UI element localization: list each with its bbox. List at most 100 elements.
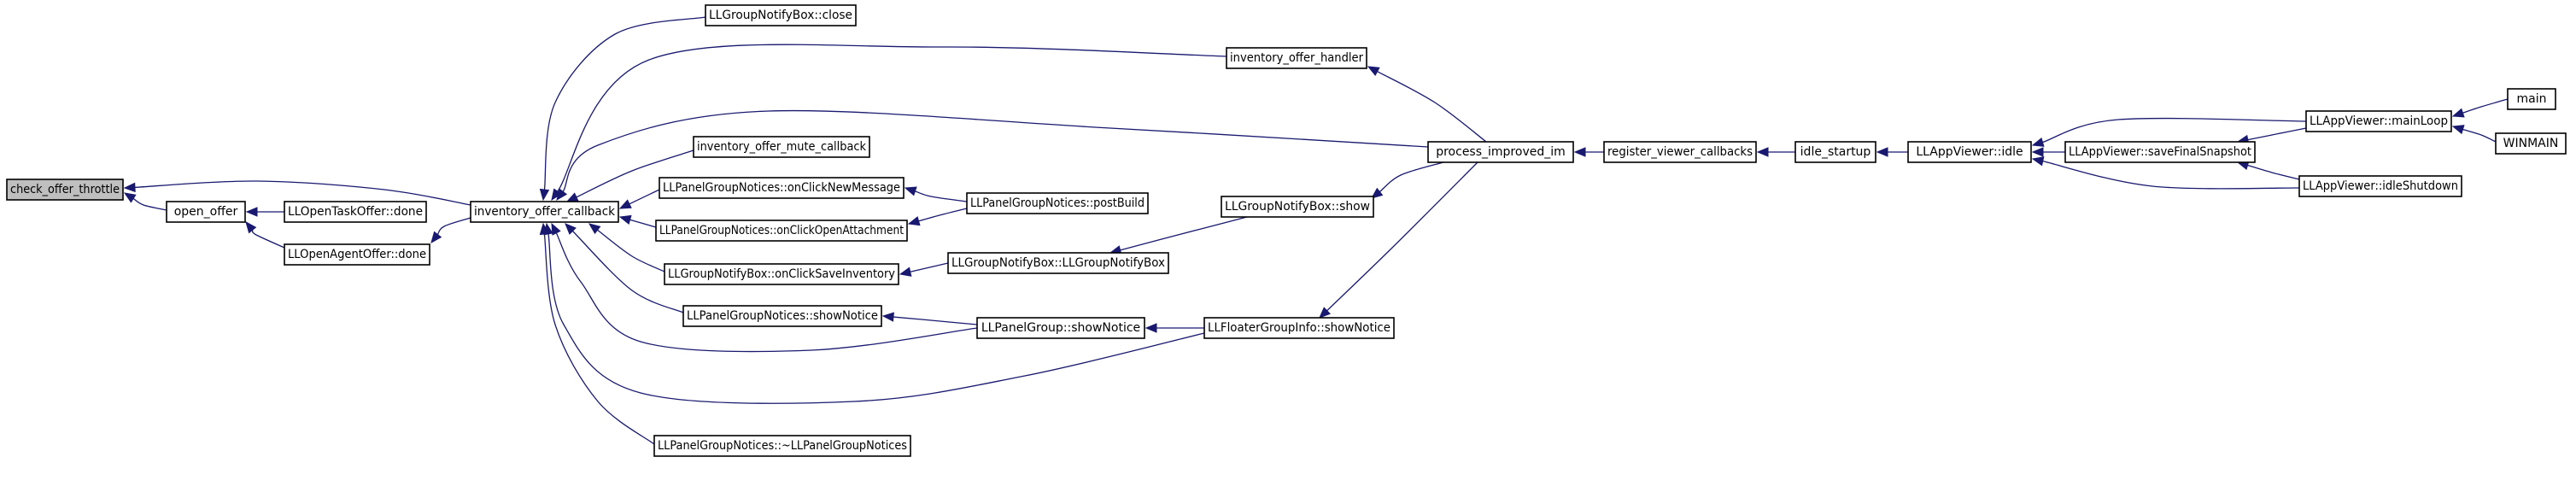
edge-n12-to-n4 — [539, 222, 655, 445]
edge-line — [1326, 161, 1478, 312]
edge-line — [547, 233, 1205, 404]
edge-line — [557, 44, 1227, 192]
node-box — [1221, 196, 1374, 218]
arrowhead-icon — [565, 192, 579, 202]
node-label: LLPanelGroupNotices::showNotice — [687, 309, 878, 323]
edge-n16-to-n11 — [881, 312, 978, 325]
graph-node-n0[interactable]: check_offer_throttle — [6, 179, 124, 201]
graph-node-n13[interactable]: LLPanelGroupNotices::postBuild — [966, 192, 1149, 214]
node-label: LLFloaterGroupInfo::showNotice — [1208, 321, 1390, 335]
edge-line — [1120, 216, 1248, 251]
edge-n4-to-n3 — [430, 217, 471, 244]
edge-line — [910, 262, 949, 272]
edge-n24-to-n22 — [2236, 161, 2300, 180]
edge-line — [2462, 128, 2497, 143]
node-label: inventory_offer_callback — [474, 205, 616, 219]
arrowhead-icon — [430, 231, 442, 244]
edge-n18-to-n17 — [1319, 161, 1478, 319]
graph-node-n24[interactable]: LLAppViewer::idleShutdown — [2298, 175, 2462, 197]
arrowhead-icon — [899, 266, 912, 277]
graph-node-n20[interactable]: idle_startup — [1794, 141, 1876, 163]
edge-n5-to-n4 — [539, 16, 706, 202]
graph-node-n15[interactable]: LLGroupNotifyBox::LLGroupNotifyBox — [947, 252, 1169, 274]
node-label: LLOpenAgentOffer::done — [288, 248, 426, 261]
node-box — [2064, 141, 2256, 163]
edge-n6-to-n4 — [551, 44, 1227, 202]
edge-n2-to-n1 — [245, 207, 284, 217]
arrowhead-icon — [618, 199, 632, 209]
graph-node-n7[interactable]: inventory_offer_mute_callback — [693, 136, 870, 158]
graph-node-n22[interactable]: LLAppViewer::saveFinalSnapshot — [2064, 141, 2256, 163]
edge-n10-to-n4 — [588, 223, 665, 272]
node-label: main — [2517, 92, 2547, 106]
graph-node-n25[interactable]: main — [2507, 88, 2556, 110]
node-box — [705, 4, 857, 26]
graph-node-n3[interactable]: LLOpenAgentOffer::done — [284, 243, 430, 266]
graph-node-n1[interactable]: open_offer — [166, 201, 246, 223]
node-box — [2495, 132, 2567, 155]
graph-node-n18[interactable]: process_improved_im — [1427, 141, 1574, 163]
edge-line — [576, 149, 694, 198]
arrowhead-icon — [618, 214, 632, 225]
graph-node-n5[interactable]: LLGroupNotifyBox::close — [705, 4, 857, 26]
edge-line — [572, 231, 684, 313]
edge-line — [629, 219, 657, 228]
edge-n15-to-n10 — [899, 262, 949, 277]
graph-node-n10[interactable]: LLGroupNotifyBox::onClickSaveInventory — [664, 263, 899, 285]
edge-n1-to-n0 — [123, 192, 167, 211]
graph-node-n2[interactable]: LLOpenTaskOffer::done — [284, 201, 427, 223]
graph-node-n9[interactable]: LLPanelGroupNotices::onClickOpenAttachme… — [655, 220, 908, 242]
edge-line — [543, 233, 655, 445]
graph-node-n14[interactable]: LLGroupNotifyBox::show — [1221, 196, 1374, 218]
edge-n18-to-n6 — [1367, 66, 1487, 143]
edge-n14-to-n15 — [1109, 216, 1248, 255]
node-label: LLPanelGroup::showNotice — [981, 321, 1140, 335]
arrowhead-icon — [245, 220, 257, 234]
graph-node-n16[interactable]: LLPanelGroup::showNotice — [976, 317, 1145, 339]
graph-node-n23[interactable]: LLAppViewer::mainLoop — [2305, 110, 2452, 132]
edge-line — [555, 232, 978, 353]
graph-node-n19[interactable]: register_viewer_callbacks — [1603, 141, 1757, 163]
graph-node-n4[interactable]: inventory_offer_callback — [470, 201, 619, 223]
node-label: inventory_offer_mute_callback — [697, 140, 867, 154]
graph-node-n8[interactable]: LLPanelGroupNotices::onClickNewMessage — [659, 177, 905, 199]
edge-line — [1379, 161, 1444, 193]
node-box — [1427, 141, 1574, 163]
edge-n11-to-n4 — [565, 223, 684, 313]
arrowhead-icon — [1319, 307, 1331, 319]
edge-line — [893, 316, 978, 325]
graph-node-n12[interactable]: LLPanelGroupNotices::~LLPanelGroupNotice… — [653, 435, 911, 457]
arrowhead-icon — [2451, 108, 2465, 118]
edge-n3-to-n1 — [245, 220, 285, 249]
node-label: LLPanelGroupNotices::postBuild — [970, 196, 1145, 210]
edge-line — [915, 190, 968, 202]
node-box — [976, 317, 1145, 339]
edge-line — [629, 189, 660, 205]
arrowhead-icon — [1367, 66, 1380, 76]
arrowhead-icon — [904, 186, 917, 196]
edge-n18-to-n4 — [556, 109, 1429, 202]
node-box — [659, 177, 905, 199]
node-box — [470, 201, 619, 223]
node-box — [284, 201, 427, 223]
graph-node-n26[interactable]: WINMAIN — [2495, 132, 2567, 155]
edge-line — [436, 217, 471, 235]
graph-node-n21[interactable]: LLAppViewer::idle — [1907, 141, 2032, 163]
node-label: LLOpenTaskOffer::done — [288, 205, 423, 219]
node-label: LLGroupNotifyBox::onClickSaveInventory — [668, 267, 895, 281]
node-box — [682, 305, 882, 327]
edge-n8-to-n4 — [618, 189, 660, 209]
arrowhead-icon — [2451, 125, 2465, 135]
arrowhead-icon — [551, 188, 562, 202]
node-label: LLAppViewer::saveFinalSnapshot — [2069, 145, 2251, 159]
arrowhead-icon — [245, 207, 258, 217]
node-box — [1907, 141, 2032, 163]
graph-node-n6[interactable]: inventory_offer_handler — [1226, 47, 1367, 69]
edge-line — [597, 229, 665, 272]
node-box — [693, 136, 870, 158]
graph-node-n11[interactable]: LLPanelGroupNotices::showNotice — [682, 305, 882, 327]
graph-node-n17[interactable]: LLFloaterGroupInfo::showNotice — [1203, 317, 1395, 339]
node-box — [1794, 141, 1876, 163]
edge-n20-to-n19 — [1756, 147, 1795, 157]
